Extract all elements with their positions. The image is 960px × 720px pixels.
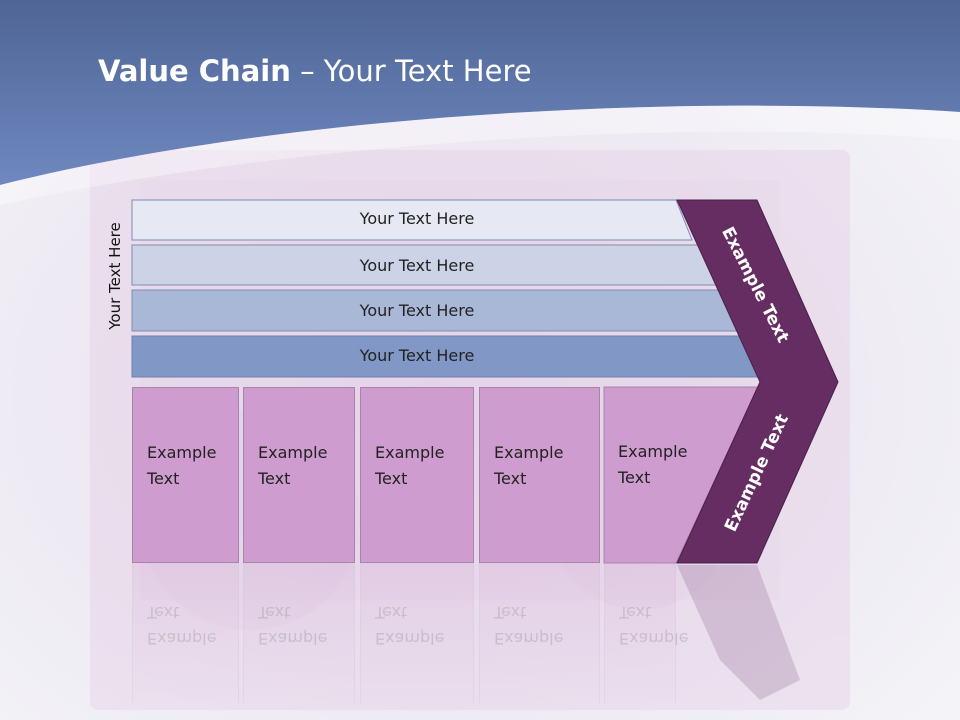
box-1-reflection: Example Text — [132, 563, 239, 703]
box-4-reflection-line1: Example — [494, 629, 564, 648]
bar-1-label: Your Text Here — [359, 209, 475, 228]
bar-3-label: Your Text Here — [359, 301, 475, 320]
box-5-line2: Text — [618, 468, 651, 487]
box-5-reflection-line1: Example — [619, 629, 689, 648]
box-2-reflection-line2: Text — [258, 603, 291, 622]
box-3-reflection: Example Text — [360, 563, 474, 703]
box-5-reflection-line2: Text — [619, 603, 652, 622]
box-4-reflection-line2: Text — [494, 603, 527, 622]
page-title-strong: Value Chain — [98, 54, 291, 88]
box-2-line1: Example — [258, 443, 328, 462]
bar-4-label: Your Text Here — [359, 346, 475, 365]
box-1-line2: Text — [147, 469, 180, 488]
box-4-reflection: Example Text — [479, 563, 600, 703]
chevron-shape — [676, 199, 839, 564]
box-4-line1: Example — [494, 443, 564, 462]
header-band — [0, 0, 960, 185]
box-2-reflection-line1: Example — [258, 629, 328, 648]
box-2-line2: Text — [258, 469, 291, 488]
side-label-text: Your Text Here — [106, 222, 124, 330]
box-3-reflection-line2: Text — [375, 603, 408, 622]
box-1-reflection-line2: Text — [147, 603, 180, 622]
box-5-shape — [603, 386, 759, 564]
bar-2-label: Your Text Here — [359, 256, 475, 275]
box-3-line2: Text — [375, 469, 408, 488]
chevron-reflection — [677, 565, 800, 700]
page-title: Value Chain – Your Text Here — [98, 54, 532, 88]
box-4-line2: Text — [494, 469, 527, 488]
box-5-line1: Example — [618, 442, 688, 461]
box-3-line1: Example — [375, 443, 445, 462]
box-3-reflection-line1: Example — [375, 629, 445, 648]
page-title-rest: – Your Text Here — [290, 54, 532, 88]
box-1-line1: Example — [147, 443, 217, 462]
bar-1-shape — [131, 199, 693, 241]
box-1-reflection-line1: Example — [147, 629, 217, 648]
header-arc — [0, 105, 960, 205]
box-2-reflection: Example Text — [243, 563, 355, 703]
box-5-reflection: Example Text — [604, 563, 689, 703]
